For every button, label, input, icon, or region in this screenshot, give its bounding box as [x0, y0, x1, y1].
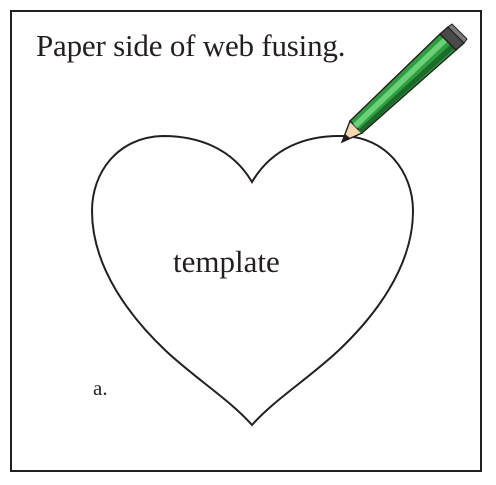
template-label: template: [173, 244, 280, 279]
pencil-lead: [342, 134, 350, 142]
diagram-title: Paper side of web fusing.: [36, 28, 346, 63]
pencil-highlight: [353, 38, 447, 128]
diagram-frame: [10, 10, 482, 472]
heart-outline: [90, 134, 415, 427]
step-label: a.: [93, 376, 108, 400]
pencil-shadow: [358, 45, 454, 133]
pencil-end-cap: [447, 23, 468, 44]
